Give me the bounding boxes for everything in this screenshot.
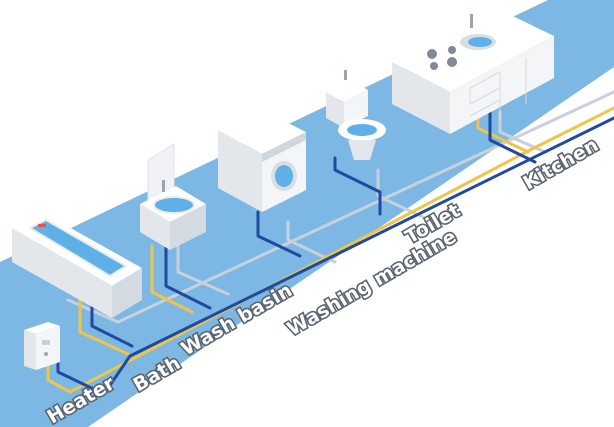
pipe-hot-basin	[150, 244, 194, 314]
pipe-cold-basin	[164, 244, 212, 310]
pipe-cold-washer	[256, 210, 302, 258]
pipe-light-basin	[176, 244, 230, 296]
pipe-light-toilet	[376, 168, 427, 220]
pipe-light-kitchen	[498, 110, 547, 154]
pipe-cold-heater	[56, 354, 132, 396]
heater-icon	[24, 322, 60, 370]
wash-basin-icon	[140, 143, 206, 250]
kitchen-sink-icon	[392, 8, 554, 134]
pipe-cold-kitchen	[488, 110, 537, 164]
pipe-light-washer	[286, 220, 337, 264]
pipes-cold	[56, 110, 614, 396]
pipe-light-main	[116, 90, 614, 324]
pipes-light	[66, 90, 614, 324]
pipe-cold-bath	[90, 298, 134, 348]
pipe-cold-toilet	[333, 156, 382, 216]
pipe-hot-bath	[78, 298, 130, 356]
pipe-hot-heater	[46, 358, 72, 394]
cooktop	[427, 46, 457, 70]
pipe-cold-main	[128, 116, 614, 358]
bathtub-icon	[12, 212, 142, 318]
washing-machine-icon	[218, 110, 306, 212]
toilet-icon	[326, 70, 386, 160]
